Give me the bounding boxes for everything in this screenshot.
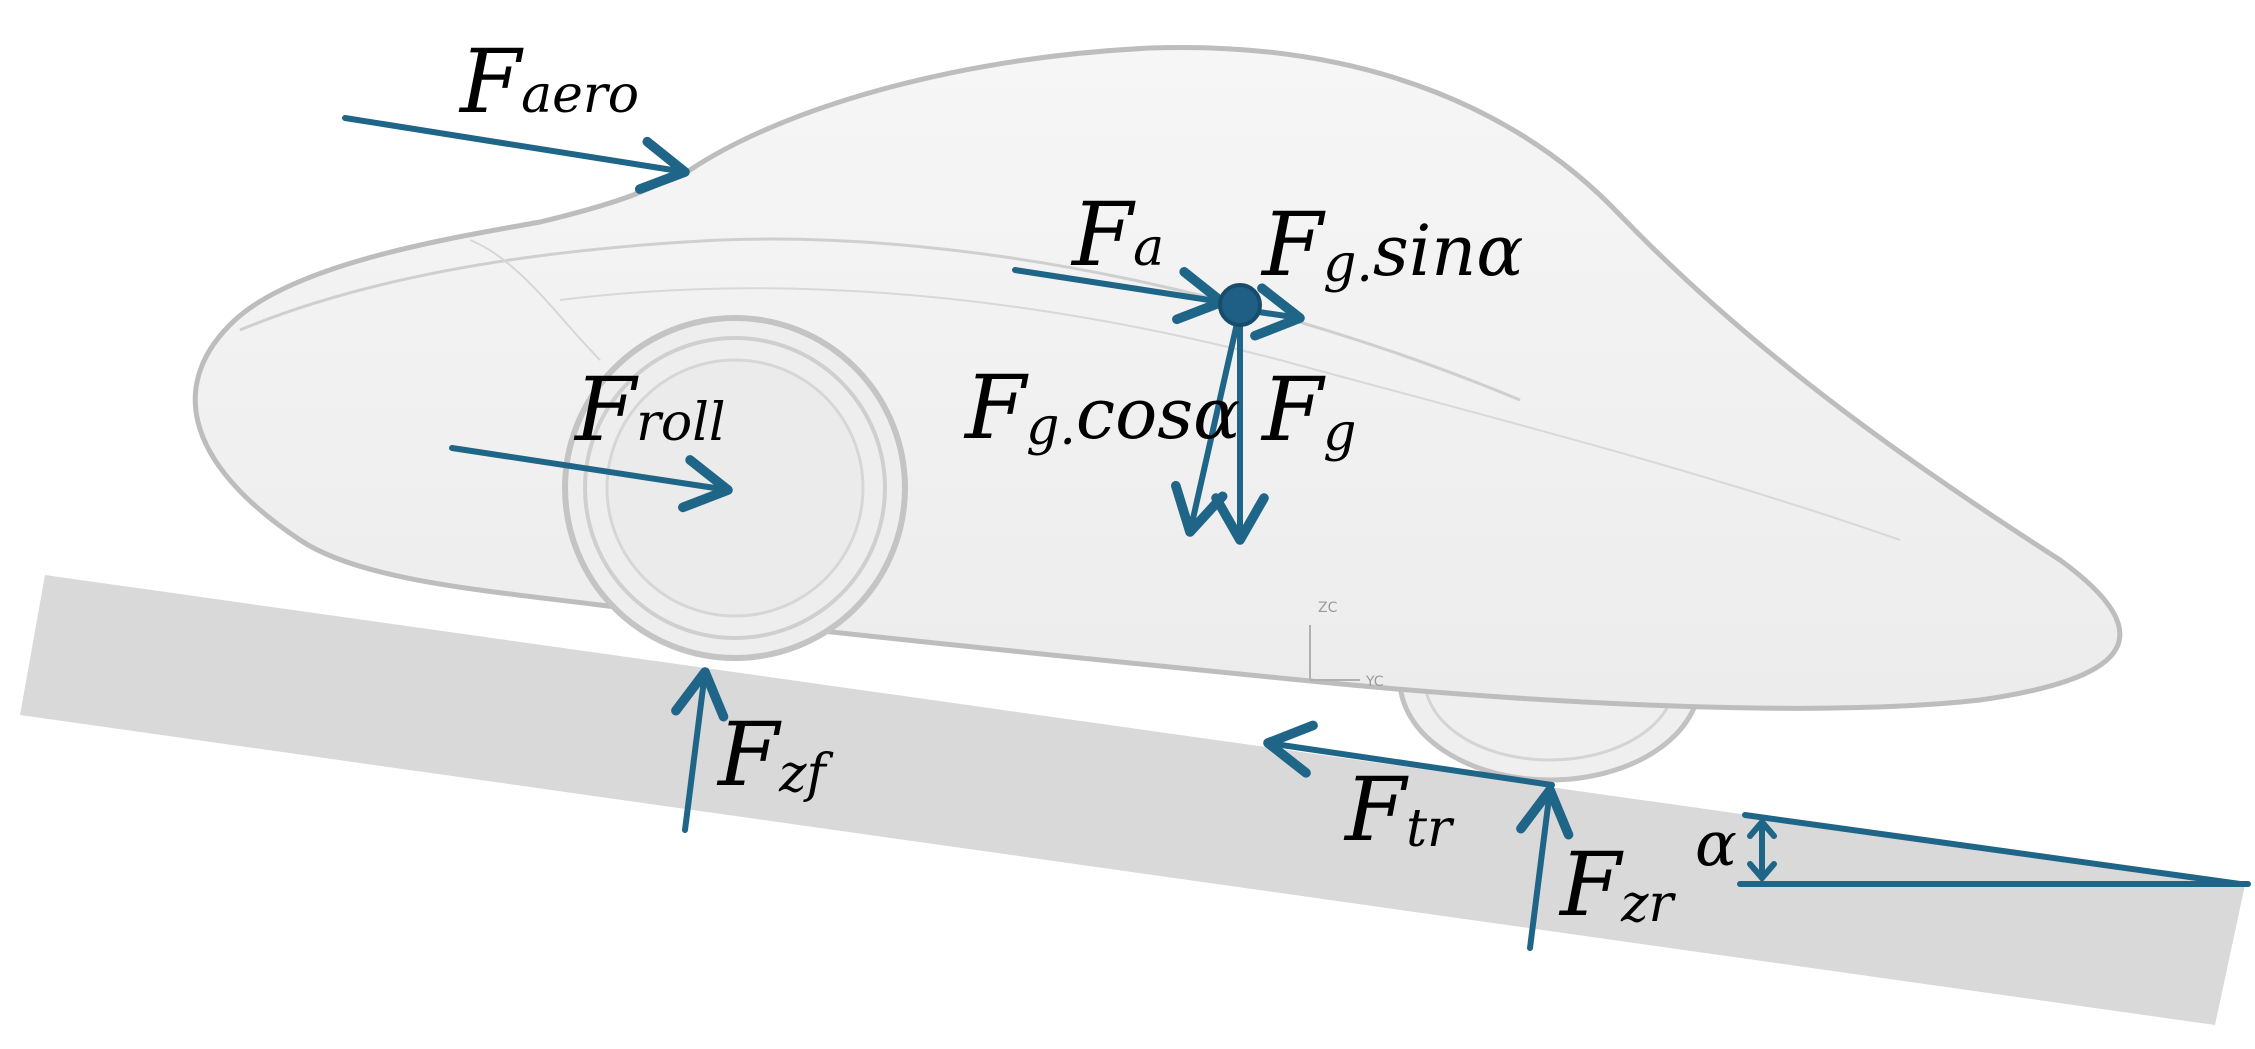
label-f-g-sin: Fg.sinα (1260, 193, 1524, 296)
label-f-tr: Ftr (1343, 758, 1455, 861)
label-f-g: Fg (1260, 358, 1356, 463)
coordinate-axes-tag: ZC YC (1309, 600, 1384, 690)
force-arrows (342, 115, 1574, 951)
arrow-f-tr (1263, 720, 1555, 788)
arrow-f-g-cos (1171, 307, 1243, 537)
label-f-zf: Fzf (716, 703, 833, 806)
arrow-f-a (1012, 267, 1227, 325)
label-f-g-cos: Fg.cosα (963, 356, 1240, 459)
angle-alpha-indicator (1737, 812, 2251, 887)
label-f-roll: Froll (573, 358, 726, 461)
label-f-zr: Fzr (1558, 833, 1676, 936)
label-f-a: Fa (1070, 183, 1164, 286)
alpha-arrow-bottom (1747, 861, 1777, 883)
axis-tag-y: YC (1365, 674, 1384, 690)
center-of-gravity (1218, 283, 1262, 327)
label-alpha: α (1695, 807, 1737, 880)
incline-reference-line (1742, 812, 2243, 887)
alpha-arrow-top (1747, 817, 1777, 839)
inclined-road (20, 575, 2245, 1025)
arrow-f-aero (342, 115, 690, 194)
arrow-f-roll (449, 445, 733, 513)
arrow-f-zr (1516, 785, 1574, 951)
label-f-aero: Faero (458, 30, 639, 133)
front-wheel (562, 315, 908, 661)
arrow-f-zf (671, 667, 729, 833)
axis-tag-z: ZC (1318, 600, 1338, 616)
